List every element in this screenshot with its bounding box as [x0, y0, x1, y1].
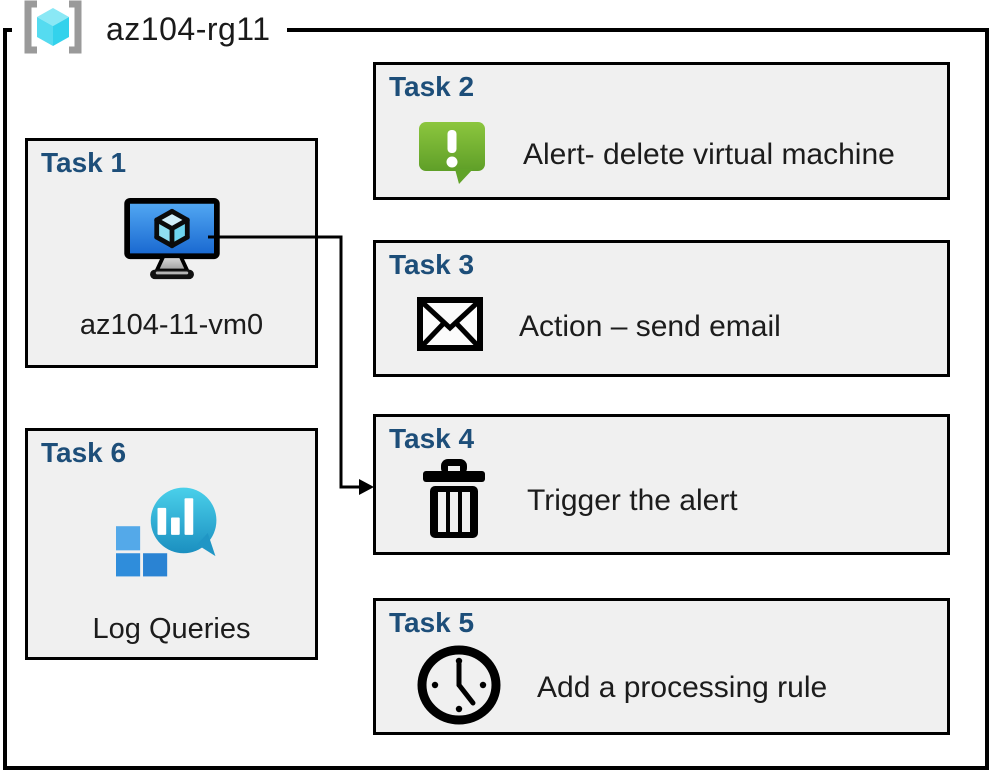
- task-5-label: Add a processing rule: [537, 670, 828, 704]
- task-4-box: Task 4 Trigger the alert: [373, 414, 950, 555]
- task-1-title: Task 1: [41, 147, 127, 178]
- resource-group-icon: [18, 0, 88, 60]
- task-2-title: Task 2: [389, 71, 475, 102]
- clock-icon: [417, 645, 501, 730]
- task-2-box: Task 2 Alert- delete virtual machine: [373, 62, 950, 200]
- task-5-box: Task 5 Add a processing rule: [373, 598, 950, 735]
- task-3-label: Action – send email: [519, 309, 781, 343]
- trash-icon: [417, 457, 491, 544]
- task-1-box: Task 1 az104-11-vm0: [25, 138, 318, 368]
- virtual-machine-icon: [123, 198, 220, 287]
- alert-icon: [417, 117, 487, 192]
- task-3-box: Task 3 Action – send email: [373, 240, 950, 377]
- task-3-title: Task 3: [389, 249, 475, 280]
- task-6-label: Log Queries: [92, 613, 251, 645]
- task-1-label: az104-11-vm0: [79, 309, 264, 341]
- resource-group-label: az104-rg11: [12, 0, 287, 58]
- task-2-label: Alert- delete virtual machine: [523, 137, 895, 171]
- email-icon: [417, 297, 483, 356]
- task-5-title: Task 5: [389, 607, 475, 638]
- log-queries-icon: [115, 487, 228, 582]
- task-6-box: Task 6 Log Queries: [25, 428, 318, 660]
- task-4-label: Trigger the alert: [527, 483, 738, 517]
- task-6-title: Task 6: [41, 437, 127, 468]
- task-4-title: Task 4: [389, 423, 475, 454]
- resource-group-name: az104-rg11: [106, 10, 271, 47]
